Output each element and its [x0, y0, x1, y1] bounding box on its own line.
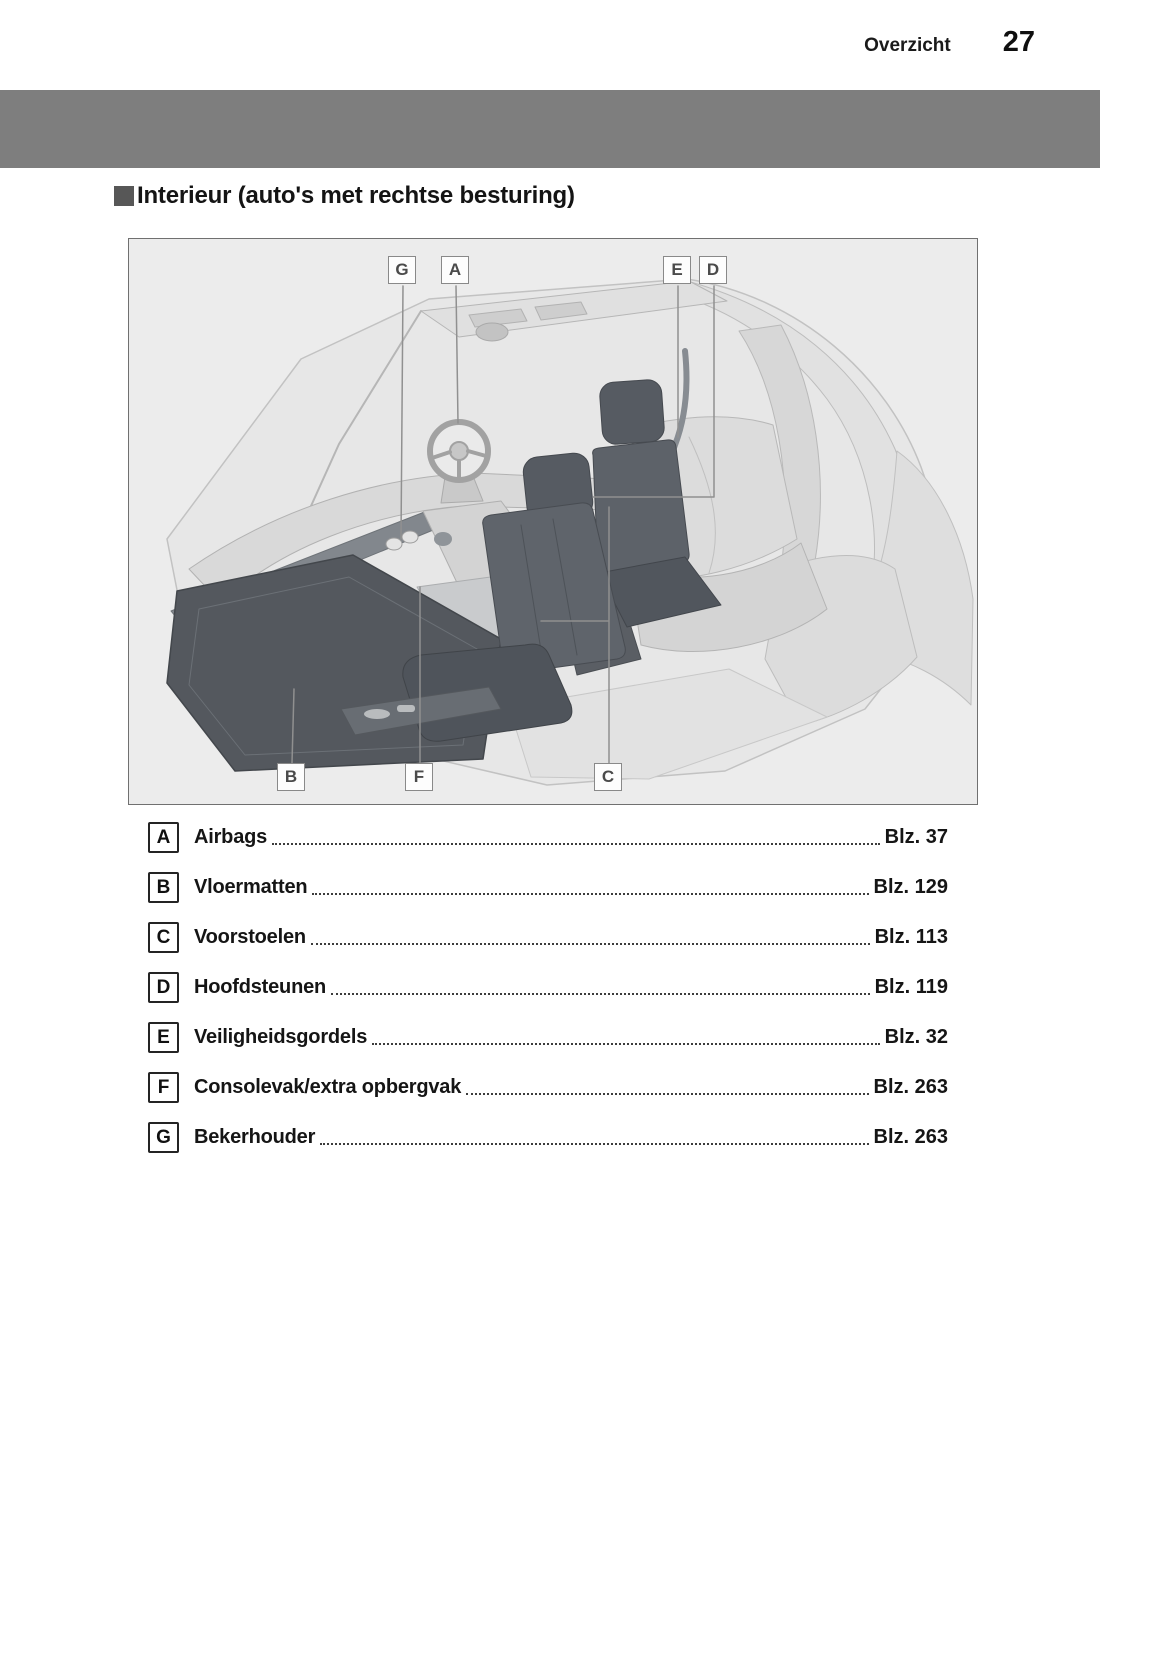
- legend-key: C: [148, 922, 179, 953]
- callout-f: F: [405, 763, 433, 791]
- dotted-leader: [372, 1030, 880, 1045]
- legend-key: E: [148, 1022, 179, 1053]
- callout-g: G: [388, 256, 416, 284]
- seat-adjust-control: [397, 705, 415, 712]
- cupholder: [385, 537, 403, 551]
- callout-c: C: [594, 763, 622, 791]
- page-number: 27: [1002, 26, 1035, 58]
- header-divider-band: [0, 90, 1100, 168]
- dotted-leader: [320, 1130, 869, 1145]
- legend-row: G Bekerhouder Blz. 263: [148, 1122, 948, 1153]
- seat-adjust-control: [364, 709, 390, 719]
- section-title-text: Interieur (auto's met rechtse besturing): [137, 182, 575, 209]
- callout-d: D: [699, 256, 727, 284]
- legend-key: F: [148, 1072, 179, 1103]
- legend-label: Hoofdsteunen: [194, 976, 327, 998]
- headrest: [599, 379, 665, 445]
- legend-row: C Voorstoelen Blz. 113: [148, 922, 948, 953]
- gear-knob: [434, 532, 452, 546]
- callout-e: E: [663, 256, 691, 284]
- section-square-icon: [114, 186, 134, 206]
- section-title: Interieur (auto's met rechtse besturing): [114, 182, 575, 210]
- dotted-leader: [272, 830, 880, 845]
- legend-key: D: [148, 972, 179, 1003]
- legend-page-ref: Blz. 37: [884, 826, 948, 848]
- front-seat-far: [592, 379, 722, 628]
- legend-row: D Hoofdsteunen Blz. 119: [148, 972, 948, 1003]
- legend-label: Vloermatten: [194, 876, 308, 898]
- dotted-leader: [466, 1080, 869, 1095]
- front-seat-near: [340, 452, 626, 742]
- legend-page-ref: Blz. 32: [884, 1026, 948, 1048]
- legend-key: A: [148, 822, 179, 853]
- legend-label: Consolevak/extra opbergvak: [194, 1076, 462, 1098]
- legend-key: G: [148, 1122, 179, 1153]
- rearview-mirror: [475, 322, 509, 342]
- legend-label: Bekerhouder: [194, 1126, 316, 1148]
- callout-a: A: [441, 256, 469, 284]
- legend-row: E Veiligheidsgordels Blz. 32: [148, 1022, 948, 1053]
- steering-wheel: [427, 419, 491, 504]
- legend-row: F Consolevak/extra opbergvak Blz. 263: [148, 1072, 948, 1103]
- legend-label: Veiligheidsgordels: [194, 1026, 368, 1048]
- legend-label: Airbags: [194, 826, 268, 848]
- interior-diagram: G A E D B F C: [128, 238, 978, 805]
- dotted-leader: [310, 930, 870, 945]
- callout-b: B: [277, 763, 305, 791]
- legend-label: Voorstoelen: [194, 926, 306, 948]
- legend-page-ref: Blz. 263: [873, 1076, 948, 1098]
- legend-page-ref: Blz. 119: [874, 976, 948, 998]
- legend-page-ref: Blz. 113: [874, 926, 948, 948]
- legend-key: B: [148, 872, 179, 903]
- cupholder: [401, 530, 419, 544]
- callout-leader-lines: [291, 285, 715, 764]
- page-header: Overzicht 27: [864, 26, 1035, 59]
- legend-page-ref: Blz. 129: [873, 876, 948, 898]
- header-section-label: Overzicht: [864, 35, 951, 56]
- car-interior-illustration: [166, 278, 974, 786]
- legend-page-ref: Blz. 263: [873, 1126, 948, 1148]
- dotted-leader: [331, 980, 870, 995]
- legend: A Airbags Blz. 37 B Vloermatten Blz. 129…: [148, 822, 948, 1172]
- legend-row: A Airbags Blz. 37: [148, 822, 948, 853]
- dotted-leader: [312, 880, 869, 895]
- legend-row: B Vloermatten Blz. 129: [148, 872, 948, 903]
